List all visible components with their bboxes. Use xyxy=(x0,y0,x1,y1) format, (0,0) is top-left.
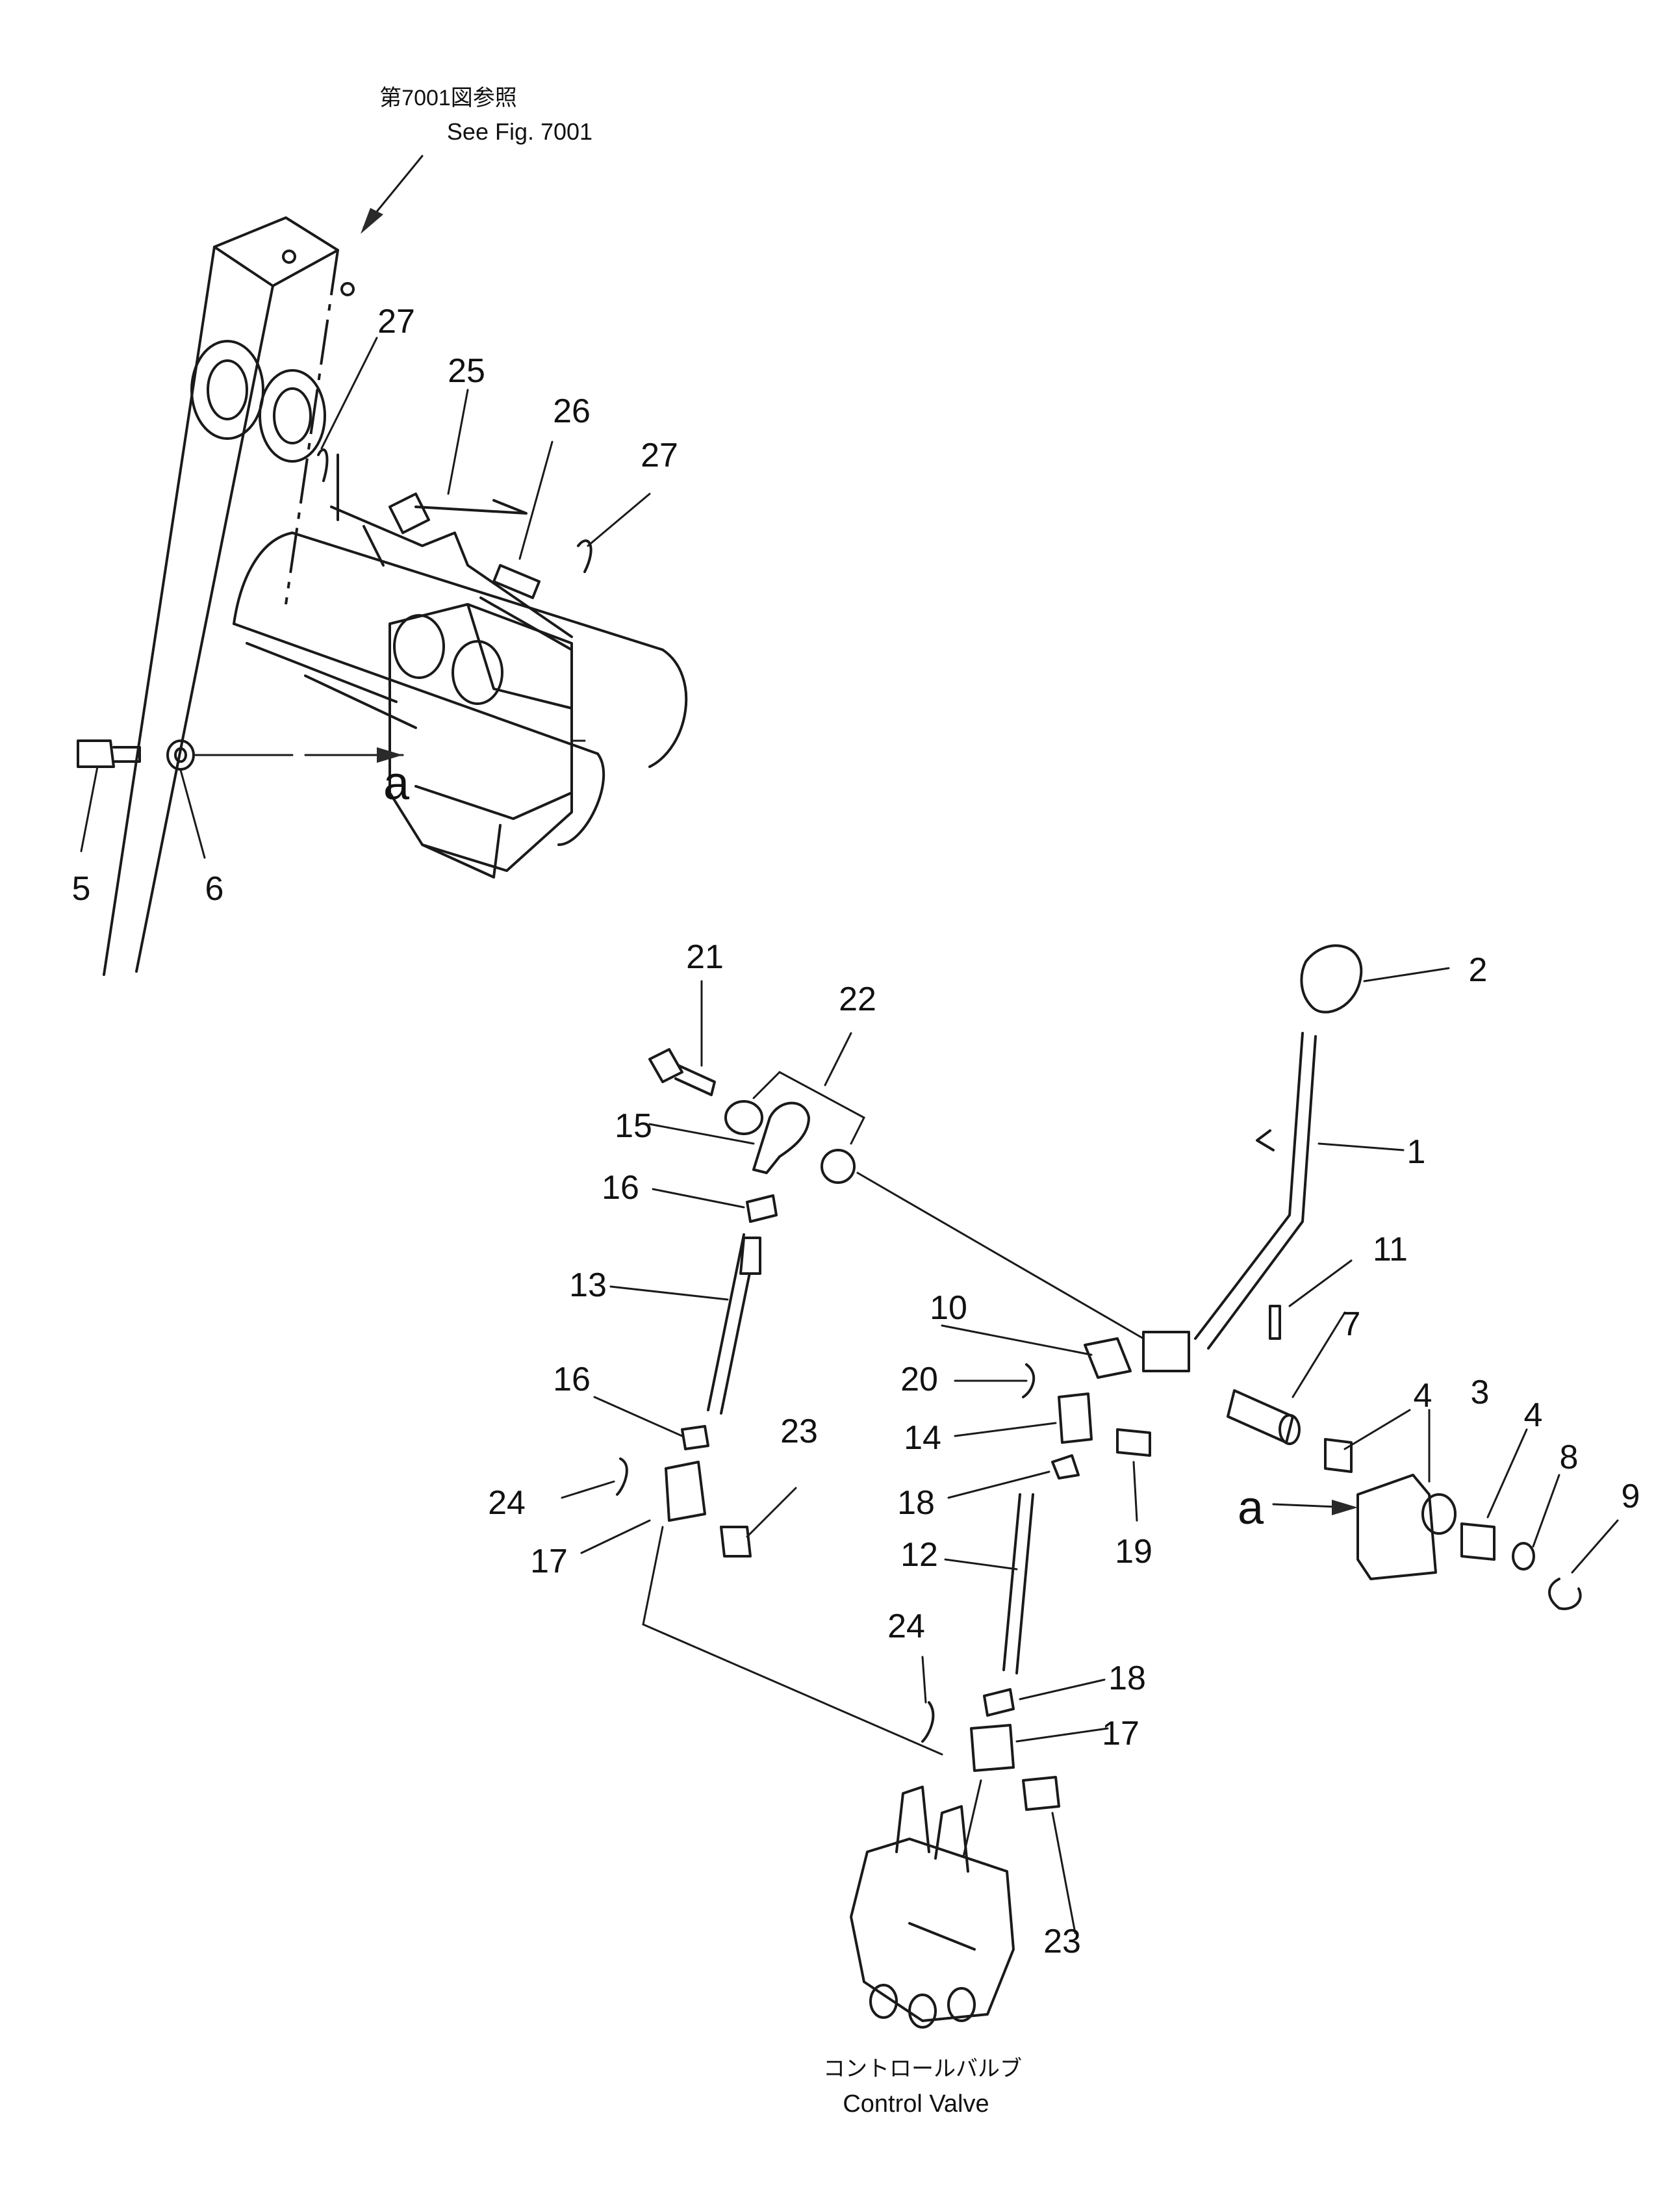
part-number-8: 8 xyxy=(1560,1439,1579,1476)
part-number-17-upper: 17 xyxy=(530,1543,568,1580)
part-number-6: 6 xyxy=(205,870,224,908)
part-number-7: 7 xyxy=(1342,1305,1361,1343)
part-number-24: 24 xyxy=(887,1608,925,1645)
control-valve-label-jp: コントロールバルブ xyxy=(823,2057,1022,2081)
part-number-25: 25 xyxy=(448,352,485,390)
part-number-16-upper: 16 xyxy=(602,1169,639,1207)
fig-ref-en: See Fig. 7001 xyxy=(447,118,592,145)
part-number-9: 9 xyxy=(1622,1478,1640,1515)
part-number-4: 4 xyxy=(1524,1396,1543,1434)
part-number-19: 19 xyxy=(1115,1533,1152,1571)
lever-linkage-assembly xyxy=(561,944,1619,2029)
part-number-27-upper: 27 xyxy=(377,303,415,340)
part-number-24-upper: 24 xyxy=(488,1484,526,1522)
part-number-26: 26 xyxy=(553,392,591,430)
part-number-22: 22 xyxy=(839,981,876,1018)
part-number-5: 5 xyxy=(72,870,91,908)
part-number-18: 18 xyxy=(1108,1660,1146,1697)
part-number-4-left: 4 xyxy=(1414,1377,1432,1415)
part-number-23-upper: 23 xyxy=(780,1413,818,1450)
part-number-1: 1 xyxy=(1407,1133,1426,1171)
part-number-11: 11 xyxy=(1373,1231,1408,1268)
part-number-3: 3 xyxy=(1471,1374,1490,1411)
part-number-2: 2 xyxy=(1469,951,1488,989)
view-marker-a-lower: a xyxy=(1238,1482,1264,1534)
part-number-12: 12 xyxy=(900,1536,938,1574)
part-number-20: 20 xyxy=(900,1361,938,1398)
part-number-17: 17 xyxy=(1102,1715,1139,1752)
part-number-15: 15 xyxy=(615,1107,652,1145)
part-number-14: 14 xyxy=(904,1419,941,1457)
view-marker-a: a xyxy=(383,758,410,810)
part-number-27: 27 xyxy=(641,437,678,474)
part-number-23: 23 xyxy=(1043,1923,1081,1960)
part-number-18-upper: 18 xyxy=(897,1484,935,1522)
part-number-13: 13 xyxy=(569,1266,607,1304)
fig-ref-jp: 第7001図参照 xyxy=(379,86,517,110)
control-valve-label-en: Control Valve xyxy=(843,2090,989,2118)
part-number-16: 16 xyxy=(553,1361,591,1398)
part-number-10: 10 xyxy=(930,1289,967,1327)
part-number-21: 21 xyxy=(686,938,724,976)
frame-assembly xyxy=(77,155,688,976)
